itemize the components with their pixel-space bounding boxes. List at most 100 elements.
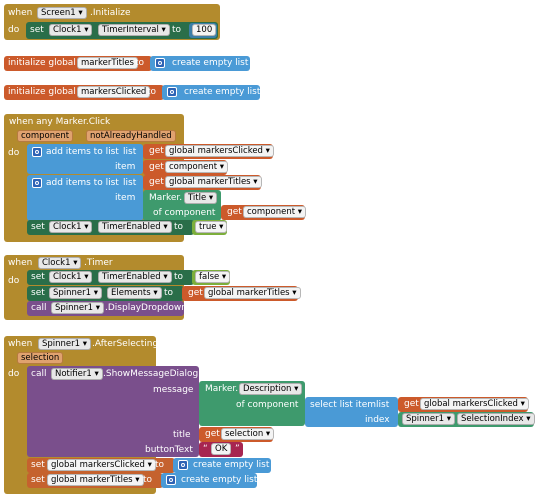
get-keyword: get: [149, 146, 164, 156]
get-global-marker-titles[interactable]: get global markerTitles: [143, 175, 262, 190]
screen-initialize-event-block[interactable]: when Screen1 .Initialize do set Clock1 T…: [4, 4, 220, 40]
item-socket-label: item: [115, 162, 136, 172]
component-dropdown[interactable]: Clock1: [49, 24, 93, 36]
variable-dropdown[interactable]: global markerTitles: [165, 176, 262, 188]
param-component[interactable]: component: [17, 130, 74, 142]
text-value[interactable]: OK: [211, 443, 232, 455]
get-selection[interactable]: get selection: [199, 427, 275, 442]
set-timer-interval-block[interactable]: set Clock1 TimerInterval to 100: [26, 22, 218, 39]
property-dropdown[interactable]: TimerEnabled: [98, 271, 172, 283]
gear-icon[interactable]: [178, 460, 188, 470]
variable-dropdown[interactable]: global markersClicked: [165, 145, 274, 157]
set-global-markers-clicked-block[interactable]: set global markersClicked to: [27, 458, 175, 473]
get-component[interactable]: get component: [143, 160, 229, 175]
spinner-selection-index-getter[interactable]: Spinner1 SelectionIndex: [398, 412, 535, 427]
gear-icon[interactable]: [167, 87, 177, 97]
select-list-item-block[interactable]: select list item list index: [305, 397, 398, 427]
get-keyword: get: [188, 288, 203, 298]
add-items-to-list-block-2[interactable]: add items to list list item: [27, 175, 143, 221]
get-keyword: get: [149, 177, 164, 187]
marker-title-getter-block[interactable]: Marker. Title of component: [143, 190, 221, 221]
get-keyword: get: [404, 399, 419, 409]
component-dropdown[interactable]: Notifier1: [51, 368, 103, 380]
get-component[interactable]: get component: [221, 205, 307, 220]
property-dropdown[interactable]: Description: [239, 383, 303, 395]
variable-dropdown[interactable]: global markerTitles: [204, 287, 301, 299]
call-keyword: call: [31, 369, 47, 379]
select-list-item-label: select list item: [310, 400, 377, 410]
init-global-markers-clicked-block[interactable]: initialize global markersClicked to: [4, 85, 164, 100]
property-dropdown[interactable]: Title: [184, 192, 218, 204]
to-keyword: to: [147, 87, 157, 97]
number-value[interactable]: 100: [192, 24, 217, 36]
to-keyword: to: [135, 58, 145, 68]
event-name: .Timer: [84, 258, 113, 268]
set-timer-enabled-block[interactable]: set Clock1 TimerEnabled to: [27, 220, 194, 235]
component-dropdown[interactable]: Spinner1: [38, 338, 92, 350]
init-global-marker-titles-block[interactable]: initialize global markerTitles to: [4, 56, 152, 71]
marker-label: Marker.: [205, 384, 239, 394]
index-socket-label: index: [365, 415, 390, 425]
add-items-to-list-block-1[interactable]: add items to list list item: [27, 144, 143, 174]
marker-description-getter-block[interactable]: Marker. Description of component: [199, 381, 305, 426]
variable-name-field[interactable]: markersClicked: [77, 86, 151, 98]
create-empty-list-block[interactable]: create empty list: [161, 473, 257, 488]
variable-dropdown[interactable]: global markersClicked: [47, 459, 156, 471]
message-socket-label: message: [153, 385, 194, 395]
number-block[interactable]: 100: [189, 23, 217, 38]
boolean-dropdown[interactable]: false: [195, 271, 231, 283]
component-dropdown[interactable]: Clock1: [49, 221, 93, 233]
screen-dropdown[interactable]: Screen1: [37, 7, 87, 19]
property-dropdown[interactable]: Elements: [107, 287, 162, 299]
button-text-socket-label: buttonText: [145, 445, 193, 455]
call-keyword: call: [31, 303, 47, 313]
component-dropdown[interactable]: Spinner1: [49, 287, 103, 299]
component-dropdown[interactable]: Spinner1: [402, 413, 456, 425]
variable-dropdown[interactable]: component: [243, 206, 307, 218]
create-empty-list-block[interactable]: create empty list: [173, 458, 271, 473]
property-dropdown[interactable]: SelectionIndex: [457, 413, 535, 425]
boolean-false-block[interactable]: false: [192, 270, 231, 285]
set-keyword: set: [31, 475, 45, 485]
create-empty-list-label: create empty list: [172, 58, 249, 68]
set-timer-enabled-block[interactable]: set Clock1 TimerEnabled to: [27, 270, 194, 285]
create-empty-list-block[interactable]: create empty list: [150, 56, 250, 71]
marker-label: Marker.: [149, 193, 183, 203]
call-show-message-dialog-block[interactable]: call Notifier1 .ShowMessageDialog messag…: [27, 366, 199, 457]
set-keyword: set: [30, 25, 44, 35]
add-items-label: add items to list: [46, 147, 119, 157]
when-keyword: when: [8, 258, 33, 268]
property-dropdown[interactable]: TimerInterval: [98, 24, 170, 36]
close-quote: ”: [235, 444, 240, 454]
boolean-dropdown[interactable]: true: [195, 221, 228, 233]
component-dropdown[interactable]: Clock1: [38, 257, 82, 269]
gear-icon[interactable]: [166, 475, 176, 485]
gear-icon[interactable]: [155, 58, 165, 68]
gear-icon[interactable]: [32, 178, 42, 188]
component-dropdown[interactable]: Clock1: [49, 271, 93, 283]
text-ok-block[interactable]: “ OK ”: [199, 442, 243, 457]
component-dropdown[interactable]: Spinner1: [51, 302, 105, 314]
to-keyword: to: [155, 460, 165, 470]
gear-icon[interactable]: [32, 147, 42, 157]
create-empty-list-block[interactable]: create empty list: [162, 85, 260, 100]
set-spinner-elements-block[interactable]: set Spinner1 Elements to: [27, 286, 184, 301]
param-selection[interactable]: selection: [17, 352, 64, 364]
variable-dropdown[interactable]: selection: [221, 428, 275, 440]
set-global-marker-titles-block[interactable]: set global markerTitles to: [27, 473, 163, 488]
param-not-already-handled[interactable]: notAlreadyHandled: [86, 130, 176, 142]
set-keyword: set: [31, 460, 45, 470]
get-global-markers-clicked[interactable]: get global markersClicked: [398, 397, 529, 412]
boolean-true-block[interactable]: true: [192, 220, 228, 235]
do-keyword: do: [8, 276, 20, 286]
get-global-marker-titles[interactable]: get global markerTitles: [182, 286, 301, 301]
property-dropdown[interactable]: TimerEnabled: [98, 221, 172, 233]
variable-name-field[interactable]: markerTitles: [77, 57, 138, 69]
call-display-dropdown-block[interactable]: call Spinner1 .DisplayDropdown: [27, 301, 187, 316]
variable-dropdown[interactable]: global markersClicked: [420, 398, 529, 410]
variable-dropdown[interactable]: component: [165, 161, 229, 173]
create-empty-list-label: create empty list: [181, 475, 258, 485]
to-keyword: to: [164, 288, 174, 298]
variable-dropdown[interactable]: global markerTitles: [47, 474, 144, 486]
get-global-markers-clicked[interactable]: get global markersClicked: [143, 144, 274, 159]
